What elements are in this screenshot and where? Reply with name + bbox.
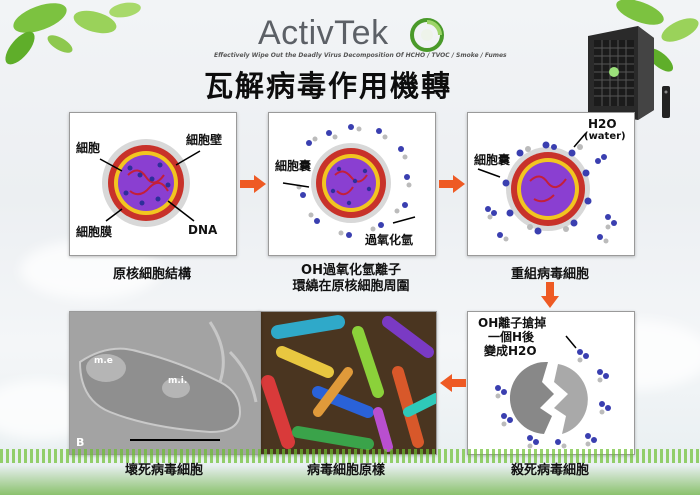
label-cell: 細胞 [76, 141, 101, 155]
arrow-left-icon [440, 374, 466, 392]
tagline: Effectively Wipe Out the Deadly Virus De… [214, 52, 507, 59]
panel-recombine: 細胞囊 H2O (water) [467, 112, 635, 256]
photo-dead-virus-cell: m.e m.i. B [69, 311, 261, 455]
arrow-right-icon [439, 175, 465, 193]
label-me: m.e [94, 356, 113, 366]
bacteria-illustration [258, 312, 436, 454]
label-mi: m.i. [168, 376, 188, 386]
label-h2o: H2O [588, 117, 617, 131]
label-b: B [76, 436, 85, 449]
caption-oh-surround: OH過氧化氫離子 環繞在原核細胞周圍 [258, 263, 444, 295]
recombine-diagram [477, 132, 617, 244]
label-capsule: 細胞囊 [474, 153, 511, 167]
label-line: OH離子搶掉 [478, 316, 547, 330]
label-line: 一個H後 [488, 330, 535, 344]
brand-logo-text: ActivTek [258, 14, 389, 52]
label-line: 變成H2O [484, 344, 537, 358]
panel-kill-virus: OH離子搶掉 一個H後 變成H2O [467, 311, 635, 455]
arrow-right-icon [240, 175, 266, 193]
caption-cell-structure: 原核細胞結構 [112, 267, 191, 282]
product-device-image [588, 26, 670, 120]
activtek-logo-icon [410, 18, 444, 52]
cell-diagram [99, 139, 201, 227]
caption-line: 環繞在原核細胞周圍 [292, 279, 410, 294]
caption-bacteria-original: 病毒細胞原樣 [306, 463, 385, 478]
cell-with-ions-diagram [282, 124, 416, 238]
label-peroxide: 過氧化氫 [365, 233, 414, 247]
label-oh-reaction: OH離子搶掉 一個H後 變成H2O [478, 316, 546, 358]
label-water: (water) [584, 131, 626, 142]
photo-bacteria-original [257, 311, 437, 455]
caption-line: OH過氧化氫離子 [301, 263, 401, 278]
caption-recombine: 重組病毒細胞 [510, 267, 589, 282]
label-dna: DNA [188, 223, 218, 237]
label-capsule: 細胞囊 [275, 159, 312, 173]
panel-oh-surround: 細胞囊 過氧化氫 [268, 112, 436, 256]
leaves-decoration [5, 2, 141, 65]
broken-cell-diagram [495, 335, 611, 449]
grass-decoration [0, 449, 700, 463]
sem-illustration [70, 312, 260, 454]
arrow-down-icon [541, 282, 559, 308]
page-title: 瓦解病毒作用機轉 [204, 69, 453, 103]
panel-cell-structure: 細胞 細胞壁 細胞膜 DNA [69, 112, 237, 256]
label-cell-membrane: 細胞膜 [76, 225, 113, 239]
label-cell-wall: 細胞壁 [186, 133, 223, 147]
caption-kill-virus: 殺死病毒細胞 [510, 463, 589, 478]
caption-dead-virus-cell: 壞死病毒細胞 [124, 463, 203, 478]
